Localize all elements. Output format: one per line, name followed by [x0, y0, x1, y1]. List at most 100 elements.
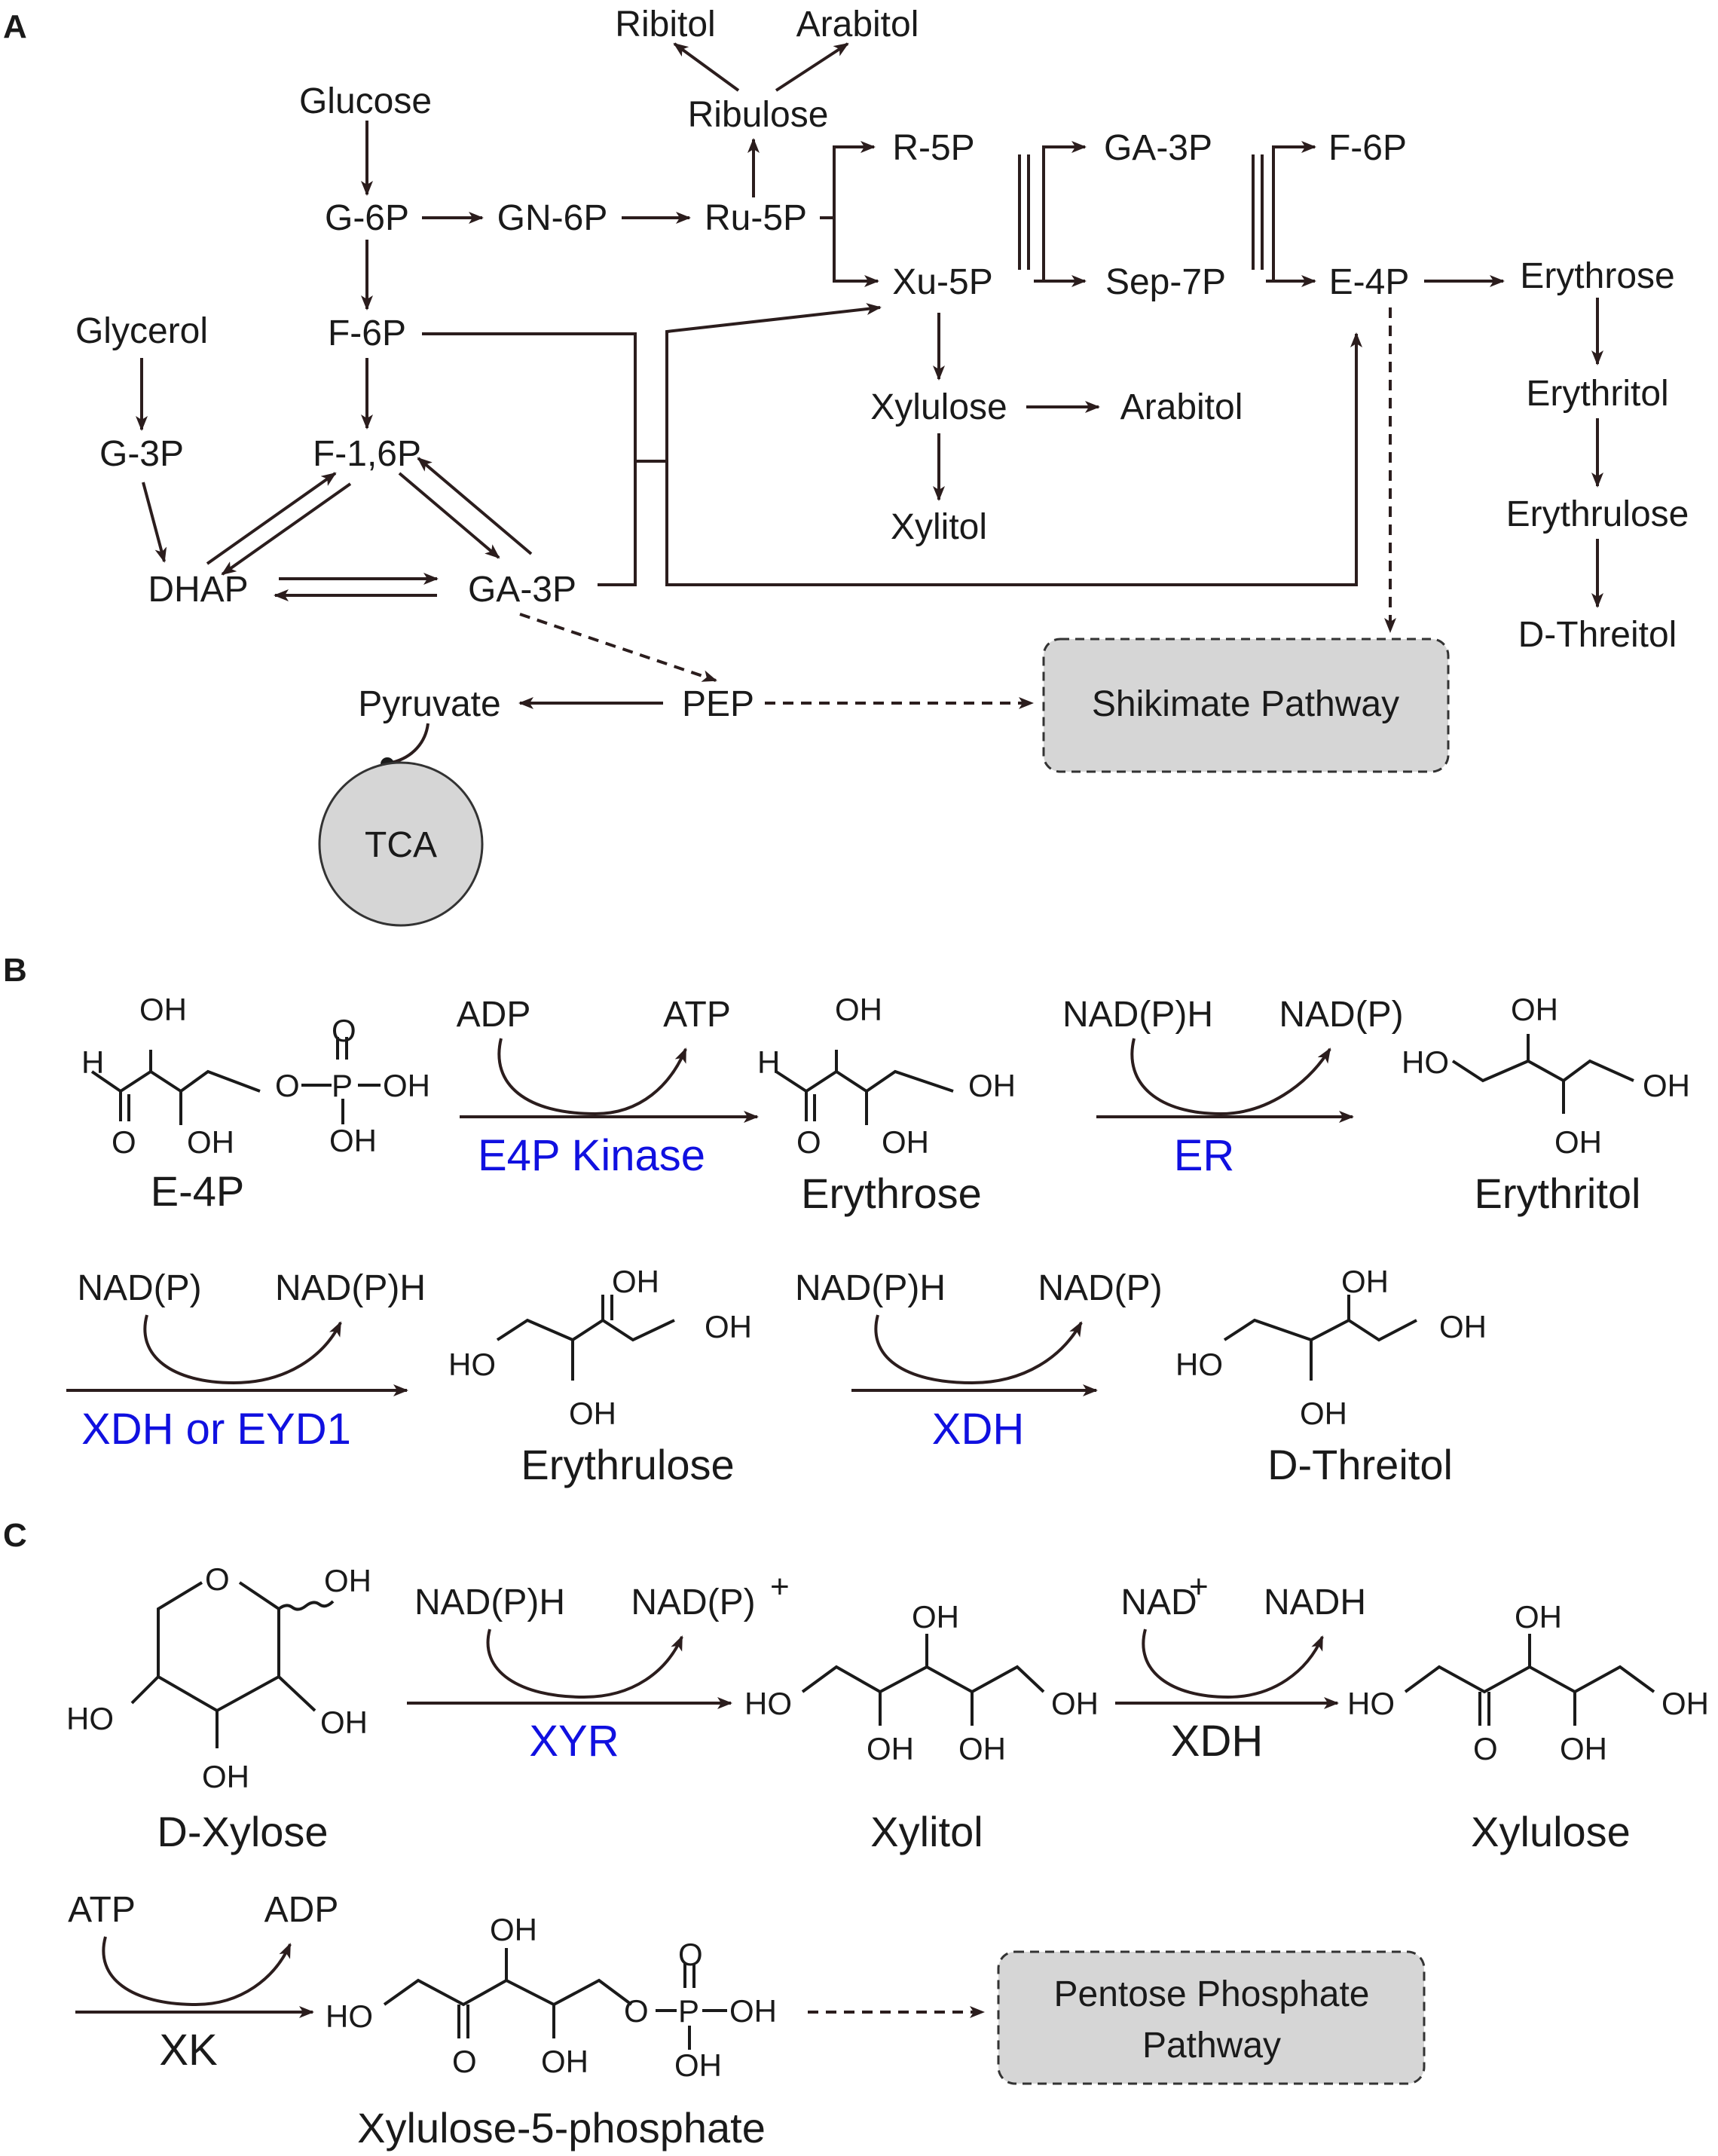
- node-xylitol: Xylitol: [891, 507, 987, 547]
- r4-cofactor-arc: [874, 1314, 1083, 1385]
- node-arabitol-top: Arabitol: [796, 5, 919, 44]
- arrow-f16p-ga3p: [398, 472, 500, 559]
- connector-f6p-ga3p: [422, 332, 637, 586]
- svg-text:OH: OH: [612, 1264, 659, 1299]
- structure-dxylose: O OH OH HO OH: [66, 1561, 371, 1794]
- structure-e4p: H O OH OH O P O OH OH: [81, 992, 430, 1160]
- svg-text:OH: OH: [324, 1563, 371, 1598]
- svg-text:HO: HO: [744, 1686, 792, 1721]
- c-r1-cofactor-in: NAD(P)H: [414, 1583, 565, 1622]
- node-xylulose: Xylulose: [870, 387, 1007, 427]
- arrow-g3p-dhap: [142, 482, 167, 563]
- r3-cofactor-out: NAD(P)H: [275, 1268, 426, 1308]
- svg-text:OH: OH: [490, 1912, 537, 1947]
- svg-text:OH: OH: [968, 1068, 1016, 1103]
- svg-text:OH: OH: [674, 2047, 722, 2083]
- svg-text:HO: HO: [1402, 1044, 1449, 1080]
- r1-enzyme: E4P Kinase: [478, 1131, 705, 1180]
- ppp-label-line1: Pentose Phosphate: [1054, 1974, 1370, 2014]
- svg-text:OH: OH: [329, 1123, 377, 1158]
- svg-text:OH: OH: [1661, 1686, 1709, 1721]
- svg-text:OH: OH: [187, 1124, 234, 1160]
- tca-label: TCA: [365, 825, 437, 865]
- r4-enzyme: XDH: [932, 1405, 1024, 1454]
- node-ru5p: Ru-5P: [705, 198, 807, 238]
- r2-cofactor-in: NAD(P)H: [1062, 995, 1213, 1035]
- svg-text:P: P: [332, 1068, 353, 1103]
- arrow-ga3p-f16p: [417, 457, 533, 555]
- r3-enzyme: XDH or EYD1: [81, 1405, 351, 1454]
- node-e4p: E-4P: [1329, 262, 1410, 302]
- svg-text:OH: OH: [1051, 1686, 1099, 1721]
- c-r3-cofactor-in: ATP: [68, 1890, 136, 1930]
- node-g6p: G-6P: [325, 198, 409, 238]
- c-r1-cofactor-out: NAD(P): [631, 1583, 755, 1622]
- svg-text:HO: HO: [1347, 1686, 1395, 1721]
- dashed-arrow-ga3p-pep: [519, 613, 717, 682]
- node-g3p: G-3P: [99, 434, 184, 474]
- node-arabitol-mid: Arabitol: [1120, 387, 1243, 427]
- node-erythrose: Erythrose: [1520, 256, 1674, 296]
- svg-text:OH: OH: [1300, 1396, 1347, 1431]
- svg-text:OH: OH: [320, 1705, 368, 1740]
- structure-erythrose: H O OH OH OH: [757, 992, 1016, 1160]
- arrow-to-xu5p: [665, 303, 882, 461]
- svg-text:OH: OH: [1341, 1264, 1389, 1299]
- svg-text:O: O: [112, 1124, 136, 1160]
- svg-text:OH: OH: [1560, 1731, 1607, 1766]
- node-dhap: DHAP: [148, 570, 248, 610]
- arrow-to-e4p: [665, 332, 1362, 586]
- structure-xylulose-5-phosphate: HO OH O OH O P O OH OH: [326, 1912, 777, 2083]
- arrow-ribulose-ribitol: [673, 42, 740, 92]
- svg-text:O: O: [1473, 1731, 1498, 1766]
- c-r1-cofactor-out-sup: +: [770, 1568, 790, 1605]
- svg-text:O: O: [678, 1937, 703, 1972]
- c-r2-cofactor-in: NAD: [1120, 1583, 1197, 1622]
- arrow-ribulose-arabitol: [775, 42, 849, 92]
- node-r5p: R-5P: [892, 128, 974, 168]
- name-dxylose: D-Xylose: [157, 1808, 328, 1855]
- ppp-label-line2: Pathway: [1142, 2026, 1281, 2066]
- name-e4p: E-4P: [151, 1167, 245, 1215]
- node-f6p: F-6P: [328, 313, 406, 353]
- r2-cofactor-arc: [1130, 1038, 1331, 1116]
- svg-text:O: O: [452, 2044, 477, 2079]
- node-sep7p: Sep-7P: [1105, 262, 1226, 302]
- arrow-ru5p-xu5p: [833, 218, 879, 287]
- svg-text:O: O: [275, 1068, 300, 1103]
- structure-xylulose: HO OH O OH OH: [1347, 1599, 1709, 1766]
- svg-text:O: O: [332, 1013, 356, 1048]
- shikimate-box: [1042, 638, 1450, 773]
- r1-cofactor-out: ATP: [663, 995, 731, 1035]
- r1-cofactor-arc: [497, 1038, 687, 1116]
- svg-text:OH: OH: [541, 2044, 588, 2079]
- node-ribitol: Ribitol: [615, 5, 715, 44]
- svg-text:H: H: [757, 1044, 780, 1080]
- svg-text:OH: OH: [729, 1993, 777, 2029]
- svg-text:OH: OH: [1554, 1124, 1602, 1160]
- arrow-tk1-ga3p: [1034, 141, 1087, 283]
- arrow-f16p-dhap: [221, 482, 352, 576]
- c-r2-enzyme: XDH: [1171, 1717, 1263, 1766]
- c-r3-enzyme: XK: [159, 2026, 218, 2075]
- arrow-ru5p-r5p: [820, 141, 876, 219]
- arrow-pyruvate-tca: [391, 723, 430, 764]
- r4-cofactor-in: NAD(P)H: [795, 1268, 946, 1308]
- svg-text:OH: OH: [882, 1124, 929, 1160]
- node-ga3p: GA-3P: [468, 570, 576, 610]
- arrow-ta-f6p: [1266, 141, 1316, 283]
- c-r3-cofactor-arc: [102, 1936, 292, 2007]
- node-erythrulose: Erythrulose: [1506, 494, 1689, 534]
- node-dthreitol: D-Threitol: [1518, 615, 1677, 655]
- svg-text:HO: HO: [66, 1701, 114, 1736]
- node-erythritol: Erythritol: [1526, 374, 1668, 414]
- shikimate-label: Shikimate Pathway: [1092, 684, 1399, 724]
- c-r2-cofactor-arc: [1142, 1628, 1324, 1699]
- svg-text:O: O: [624, 1993, 649, 2029]
- svg-text:HO: HO: [1175, 1347, 1223, 1382]
- svg-text:OH: OH: [835, 992, 882, 1027]
- svg-text:OH: OH: [1511, 992, 1558, 1027]
- tca-circle: [318, 761, 484, 927]
- c-r1-cofactor-arc: [486, 1628, 683, 1699]
- svg-text:OH: OH: [705, 1309, 752, 1344]
